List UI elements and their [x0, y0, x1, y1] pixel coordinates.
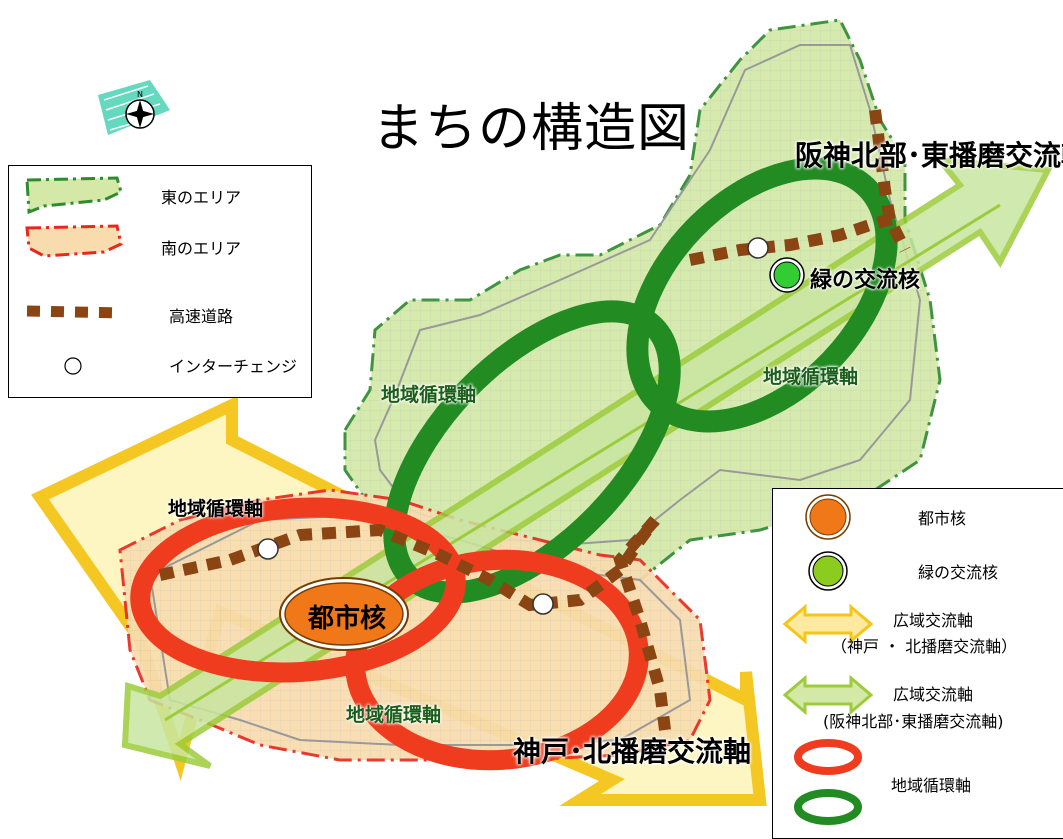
city-core-icon: [279, 577, 409, 651]
legend-green-core-label: 緑の交流核: [918, 563, 999, 582]
interchange-icon: [747, 237, 769, 259]
legend-interchange-label: インターチェンジ: [169, 357, 298, 376]
east-area-swatch: [25, 176, 123, 215]
legend-south-area-label: 南のエリア: [161, 239, 242, 258]
compass-icon: N: [98, 80, 170, 135]
legend-structure: 都市核 緑の交流核 広域交流軸 （神戸 ・ 北播磨交流軸） 広域交流軸 (阪神北…: [772, 488, 1063, 839]
page-title: まちの構造図: [372, 99, 691, 159]
south-area-swatch: [25, 224, 123, 258]
legend-structure-swatches: [782, 494, 874, 825]
legend-red-ring-icon: [794, 739, 862, 775]
circulation-axis-sw-label: 地域循環軸: [168, 498, 264, 520]
legend-wide-axis-label-2: 広域交流軸: [893, 685, 974, 704]
legend-areas: 東のエリア 南のエリア 高速道路 インターチェンジ: [8, 165, 312, 398]
red-ring-right: [345, 549, 649, 771]
legend-city-core-label: 都市核: [918, 509, 967, 528]
legend-green-core-icon: [808, 551, 848, 591]
expressway-swatch: [26, 305, 122, 319]
interchange-icon: [532, 593, 554, 615]
legend-city-core-icon: [805, 494, 851, 540]
kobe-axis-label: 神戸･北播磨交流軸: [513, 735, 752, 768]
legend-green-ring-icon: [794, 789, 862, 825]
legend-circulation-axis-label: 地域循環軸: [891, 776, 972, 795]
legend-wide-axis-sublabel-2: (阪神北部･東播磨交流軸): [823, 712, 1004, 731]
legend-wide-axis-sublabel-1: （神戸 ・ 北播磨交流軸）: [831, 637, 1018, 656]
legend-green-arrow-icon: [782, 674, 874, 716]
green-core-label: 緑の交流核: [810, 268, 921, 293]
legend-wide-axis-label-1: 広域交流軸: [893, 611, 974, 630]
red-ring-left: [130, 497, 466, 683]
legend-expressway-label: 高速道路: [169, 307, 234, 326]
legend-yellow-arrow-icon: [782, 603, 874, 645]
green-ring-right: [626, 157, 898, 433]
hanshin-axis-label: 阪神北部･東播磨交流軸: [795, 139, 1063, 172]
legend-areas-swatches: [25, 176, 123, 375]
interchange-swatch: [64, 357, 82, 375]
circulation-axis-ne-label: 地域循環軸: [763, 366, 859, 388]
legend-east-area-label: 東のエリア: [161, 188, 242, 207]
interchange-icon: [257, 538, 279, 560]
green-core-icon: [769, 257, 805, 293]
circulation-axis-s-label: 地域循環軸: [346, 704, 442, 726]
city-core-label: 都市核: [308, 604, 387, 634]
circulation-axis-nw-label: 地域循環軸: [381, 384, 477, 406]
compass-n-label: N: [137, 90, 143, 99]
